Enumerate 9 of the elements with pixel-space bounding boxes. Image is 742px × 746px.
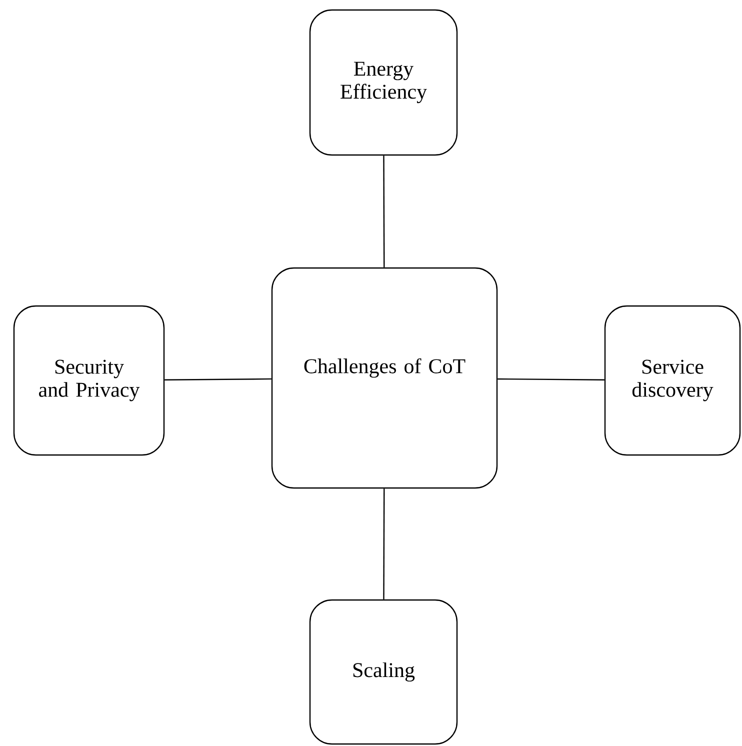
connector-line	[498, 378, 604, 380]
connector-line	[383, 156, 385, 268]
process-box: Challenges of CoT	[271, 267, 498, 489]
connector-line	[164, 378, 272, 380]
process-box: Scaling	[309, 599, 458, 745]
process-box: Energy Efficiency	[309, 9, 458, 156]
connector-line	[383, 488, 385, 600]
process-box: Service discovery	[604, 305, 741, 456]
process-box: Security and Privacy	[13, 305, 165, 456]
